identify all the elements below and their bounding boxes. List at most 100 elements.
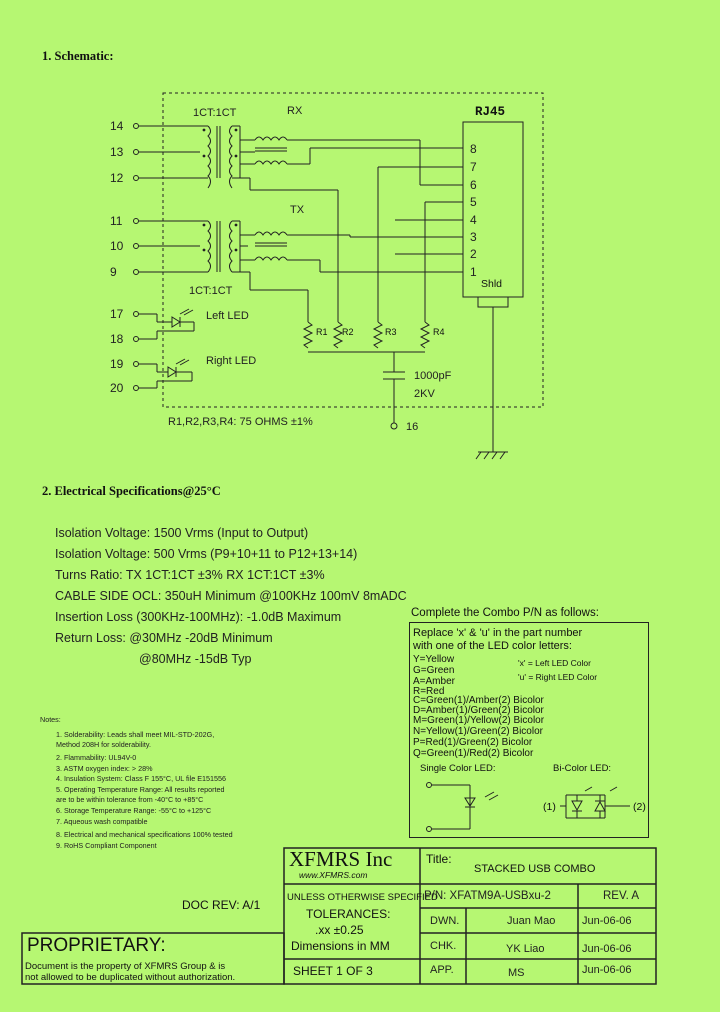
notes-title: Notes: [40, 715, 61, 724]
part-number: P/N: XFATM9A-USBxu-2 [424, 890, 551, 902]
color-code: R=Red [413, 686, 445, 697]
left-led-label: Left LED [206, 310, 249, 322]
rj45-label: RJ45 [475, 105, 506, 119]
dwn-name: Juan Mao [507, 915, 556, 927]
revision: REV. A [603, 890, 640, 902]
x-note: 'x' = Left LED Color [518, 658, 591, 668]
unless-label: UNLESS OTHERWISE SPECIFIED [287, 892, 438, 903]
pin-label: 9 [110, 265, 117, 279]
chk-date: Jun-06-06 [582, 943, 632, 955]
resistor-label: R2 [342, 327, 354, 337]
rx-transformer [207, 125, 463, 322]
tolerance-value: .xx ±0.25 [315, 923, 364, 937]
resistor-label: R3 [385, 327, 397, 337]
color-code: P=Red(1)/Green(2) Bicolor [413, 737, 533, 748]
color-code: A=Amber [413, 676, 455, 687]
note-line: 3. ASTM oxygen index: > 28% [56, 764, 153, 773]
title-label: Title: [426, 852, 452, 866]
note-line: Method 208H for solderability. [56, 740, 151, 749]
spec-line: CABLE SIDE OCL: 350uH Minimum @100KHz 10… [55, 589, 407, 603]
pin-label: 14 [110, 119, 124, 133]
combo-intro: Replace 'x' & 'u' in the part number [413, 627, 583, 639]
ground-symbol [475, 451, 508, 460]
pin-label: 10 [110, 239, 124, 253]
cap-voltage: 2KV [414, 388, 435, 400]
dwn-label: DWN. [430, 915, 460, 927]
bi-led-1: (1) [543, 801, 556, 813]
bi-led-2: (2) [633, 801, 646, 813]
combo-intro: with one of the LED color letters: [413, 640, 572, 652]
combo-box [409, 622, 649, 838]
app-name: MS [508, 967, 525, 979]
rj-pin-label: 4 [470, 213, 477, 227]
cap-value: 1000pF [414, 370, 452, 382]
company-website: www.XFMRS.com [299, 870, 368, 880]
doc-rev: DOC REV: A/1 [182, 898, 261, 912]
rj-pin-label: 8 [470, 142, 477, 156]
dwn-date: Jun-06-06 [582, 915, 632, 927]
note-line: are to be within tolerance from -40°C to… [56, 795, 204, 804]
color-code: M=Green(1)/Yellow(2) Bicolor [413, 715, 545, 726]
electrical-heading: 2. Electrical Specifications@25°C [42, 484, 221, 498]
drawing-title: STACKED USB COMBO [474, 863, 596, 875]
pin-label: 13 [110, 145, 124, 159]
tx-label: TX [290, 204, 305, 216]
resistor-note: R1,R2,R3,R4: 75 OHMS ±1% [168, 416, 313, 428]
left-pin-leads [133, 123, 208, 275]
rj-pin-label: 3 [470, 230, 477, 244]
single-led-label: Single Color LED: [420, 763, 496, 774]
color-code: C=Green(1)/Amber(2) Bicolor [413, 695, 544, 706]
app-label: APP. [430, 964, 454, 976]
app-date: Jun-06-06 [582, 964, 632, 976]
note-line: 5. Operating Temperature Range: All resu… [56, 785, 225, 794]
note-line: 8. Electrical and mechanical specificati… [56, 830, 233, 839]
spec-line: Insertion Loss (300KHz-100MHz): -1.0dB M… [55, 610, 342, 624]
rj-pin-label: 2 [470, 247, 477, 261]
led-circuits [133, 308, 195, 391]
color-code: D=Amber(1)/Green(2) Bicolor [413, 705, 544, 716]
spec-line: Return Loss: @30MHz -20dB Minimum [55, 631, 273, 645]
color-code: Y=Yellow [413, 654, 455, 665]
tolerances-label: TOLERANCES: [306, 907, 391, 921]
note-line: 9. RoHS Compliant Component [56, 841, 157, 850]
bi-led-label: Bi-Color LED: [553, 763, 612, 774]
chk-name: YK Liao [506, 943, 545, 955]
pin-label: 12 [110, 171, 124, 185]
proprietary-line: Document is the property of XFMRS Group … [25, 961, 226, 972]
rj-pin-label: 1 [470, 265, 477, 279]
color-code: Q=Green(1)/Red(2) Bicolor [413, 748, 534, 759]
spec-line: Isolation Voltage: 1500 Vrms (Input to O… [55, 526, 309, 540]
color-code: G=Green [413, 665, 455, 676]
note-line: 2. Flammability: UL94V-0 [56, 753, 137, 762]
company-name: XFMRS Inc [289, 847, 393, 871]
note-line: 7. Aqueous wash compatible [56, 817, 148, 826]
shield-label: Shld [481, 278, 503, 290]
right-led-label: Right LED [206, 355, 257, 367]
rj-pin-label: 5 [470, 195, 477, 209]
ground-pin-label: 16 [406, 421, 419, 433]
resistor-label: R1 [316, 327, 328, 337]
rj-pin-label: 7 [470, 160, 477, 174]
spec-line: Isolation Voltage: 500 Vrms (P9+10+11 to… [55, 547, 358, 561]
led-pin-label: 20 [110, 381, 124, 395]
proprietary-line: not allowed to be duplicated without aut… [25, 972, 236, 983]
rx-label: RX [287, 105, 303, 117]
led-pin-label: 19 [110, 357, 124, 371]
resistor-network [302, 321, 431, 430]
chk-label: CHK. [430, 940, 457, 952]
xfmr-label-top: 1CT:1CT [193, 107, 237, 119]
u-note: 'u' = Right LED Color [518, 672, 598, 682]
xfmr-label-bottom: 1CT:1CT [189, 285, 233, 297]
sheet-label: SHEET 1 OF 3 [293, 964, 373, 978]
schematic-heading: 1. Schematic: [42, 49, 114, 63]
led-pin-label: 18 [110, 332, 124, 346]
led-pin-label: 17 [110, 307, 124, 321]
tx-transformer [207, 220, 463, 322]
combo-heading: Complete the Combo P/N as follows: [411, 607, 599, 619]
note-line: 1. Solderability: Leads shall meet MIL-S… [56, 730, 215, 739]
color-code: N=Yellow(1)/Green(2) Bicolor [413, 726, 543, 737]
spec-line: Turns Ratio: TX 1CT:1CT ±3% RX 1CT:1CT ±… [55, 568, 325, 582]
